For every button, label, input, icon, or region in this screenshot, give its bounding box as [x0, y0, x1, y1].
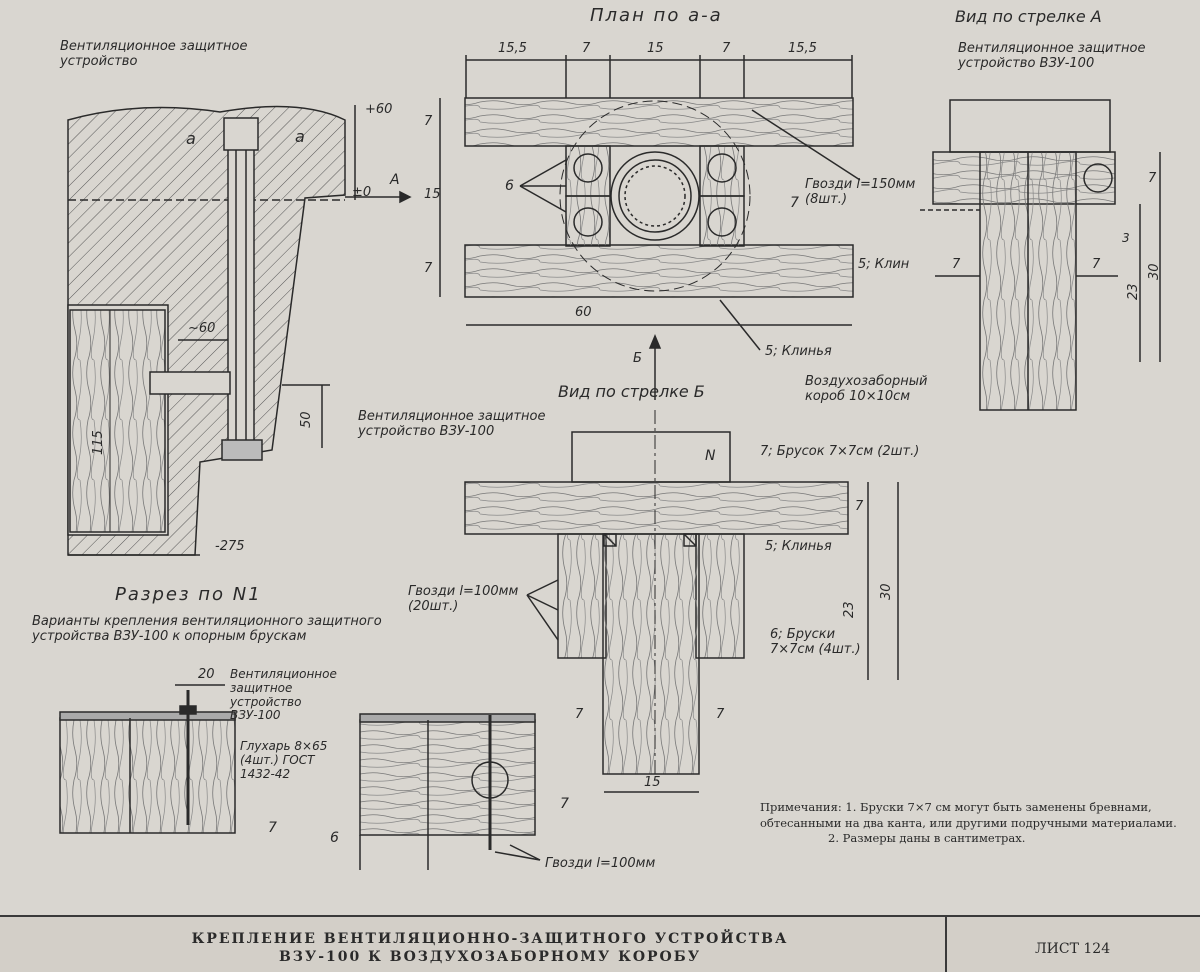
arrow-b-dim-7-left: 7: [575, 707, 584, 722]
arrow-a-device-label: Вентиляционное защитное устройство ВЗУ-1…: [958, 41, 1146, 71]
arrow-a-dim-7-right: 7: [1092, 257, 1101, 272]
level-zero: ±0: [352, 185, 372, 200]
plan-wedges-label: 5; Клинья: [765, 344, 832, 359]
variants-view: [59, 684, 541, 870]
arrow-a-view: [920, 99, 1161, 411]
arrow-b-dim-7-right: 7: [716, 707, 725, 722]
variants-label-7b: 7: [560, 796, 569, 812]
plan-dim-7-top: 7: [424, 114, 433, 129]
variants-device-label: Вентиляционное защитное устройство ВЗУ-1…: [230, 667, 337, 723]
plan-dim-1: 15,5: [498, 41, 527, 56]
arrow-b-dim-7: 7: [855, 499, 864, 514]
plan-dim-4: 7: [722, 41, 731, 56]
arrow-b-bars-label: 6; Бруски 7×7см (4шт.): [770, 627, 861, 657]
arrow-a-dim-3: 3: [1122, 231, 1130, 245]
section-title: Разрез по N1: [115, 584, 262, 605]
plan-dim-15: 15: [424, 187, 441, 202]
plan-dim-2: 7: [582, 41, 591, 56]
mark-a1: a: [186, 129, 196, 148]
variants-dim-20: 20: [198, 667, 215, 682]
note-2: 2. Размеры даны в сантиметрах.: [828, 831, 1026, 846]
notes-block: Примечания: 1. Бруски 7×7 см могут быть …: [760, 800, 1200, 847]
variants-nails-label: Гвозди l=100мм: [545, 856, 656, 871]
plan-nails-label: Гвозди l=150мм (8шт.): [805, 177, 916, 207]
arrow-b-view: [464, 410, 899, 793]
arrow-a-dim-7-vert: 7: [1148, 171, 1157, 186]
plan-dim-7-bot: 7: [424, 261, 433, 276]
title-block-title: КРЕПЛЕНИЕ ВЕНТИЛЯЦИОННО-ЗАЩИТНОГО УСТРОЙ…: [140, 931, 840, 966]
plan-dim-5: 15,5: [788, 41, 817, 56]
plan-label-6: 6: [505, 178, 514, 194]
arrow-b-device-label: Вентиляционное защитное устройство ВЗУ-1…: [358, 409, 546, 439]
dim-50-section: 50: [299, 411, 314, 428]
plan-dim-60: 60: [575, 305, 592, 320]
arrow-b-bar-label: 7; Брусок 7×7см (2шт.): [760, 444, 920, 459]
arrow-a-wedge-label: 5; Клин: [858, 257, 910, 272]
screw-label: Глухарь 8×65 (4шт.) ГОСТ 1432-42: [240, 739, 328, 781]
title-line-1: КРЕПЛЕНИЕ ВЕНТИЛЯЦИОННО-ЗАЩИТНОГО УСТРОЙ…: [191, 931, 789, 947]
plan-dim-3: 15: [647, 41, 664, 56]
title-block: КРЕПЛЕНИЕ ВЕНТИЛЯЦИОННО-ЗАЩИТНОГО УСТРОЙ…: [0, 915, 1200, 972]
arrow-b-nails-label: Гвозди l=100мм (20шт.): [408, 584, 519, 614]
plan-label-7: 7: [790, 195, 799, 211]
air-intake-box-label: Воздухозаборный короб 10×10см: [805, 374, 928, 404]
arrow-b-dim-23: 23: [842, 601, 857, 618]
plan-a-a-view: [439, 55, 861, 400]
dim-60-section: ~60: [188, 321, 216, 336]
arrow-b-dim-15: 15: [644, 775, 661, 790]
drawing-canvas: [59, 55, 1161, 870]
dim-115-section: 115: [91, 430, 106, 455]
arrow-b-marker: Б: [633, 351, 642, 366]
variants-label-7a: 7: [268, 820, 277, 836]
arrow-b-wedges-label: 5; Клинья: [765, 539, 832, 554]
level-minus275: -275: [215, 539, 245, 554]
plan-title: План по а-а: [590, 5, 723, 26]
arrow-b-title: Вид по стрелке Б: [558, 382, 705, 401]
arrow-a-dim-7-left: 7: [952, 257, 961, 272]
arrow-a-marker: A: [390, 172, 400, 188]
arrow-a-dim-30: 30: [1147, 263, 1162, 280]
mark-a2: a: [295, 127, 305, 146]
level-plus60: +60: [365, 102, 393, 117]
n-mark: N: [705, 448, 716, 464]
arrow-a-title: Вид по стрелке А: [955, 7, 1102, 26]
arrow-a-dim-23: 23: [1126, 283, 1141, 300]
arrow-b-dim-30: 30: [879, 583, 894, 600]
title-block-divider: [945, 917, 947, 972]
section-n1-view: [67, 105, 412, 556]
title-line-2: ВЗУ-100 К ВОЗДУХОЗАБОРНОМУ КОРОБУ: [278, 948, 702, 965]
sheet-number: ЛИСТ 124: [1035, 941, 1111, 957]
note-1: Примечания: 1. Бруски 7×7 см могут быть …: [760, 800, 1177, 830]
variants-title: Варианты крепления вентиляционного защит…: [32, 614, 382, 644]
variants-label-6: 6: [330, 830, 339, 846]
section-device-label: Вентиляционное защитное устройство: [60, 39, 248, 69]
